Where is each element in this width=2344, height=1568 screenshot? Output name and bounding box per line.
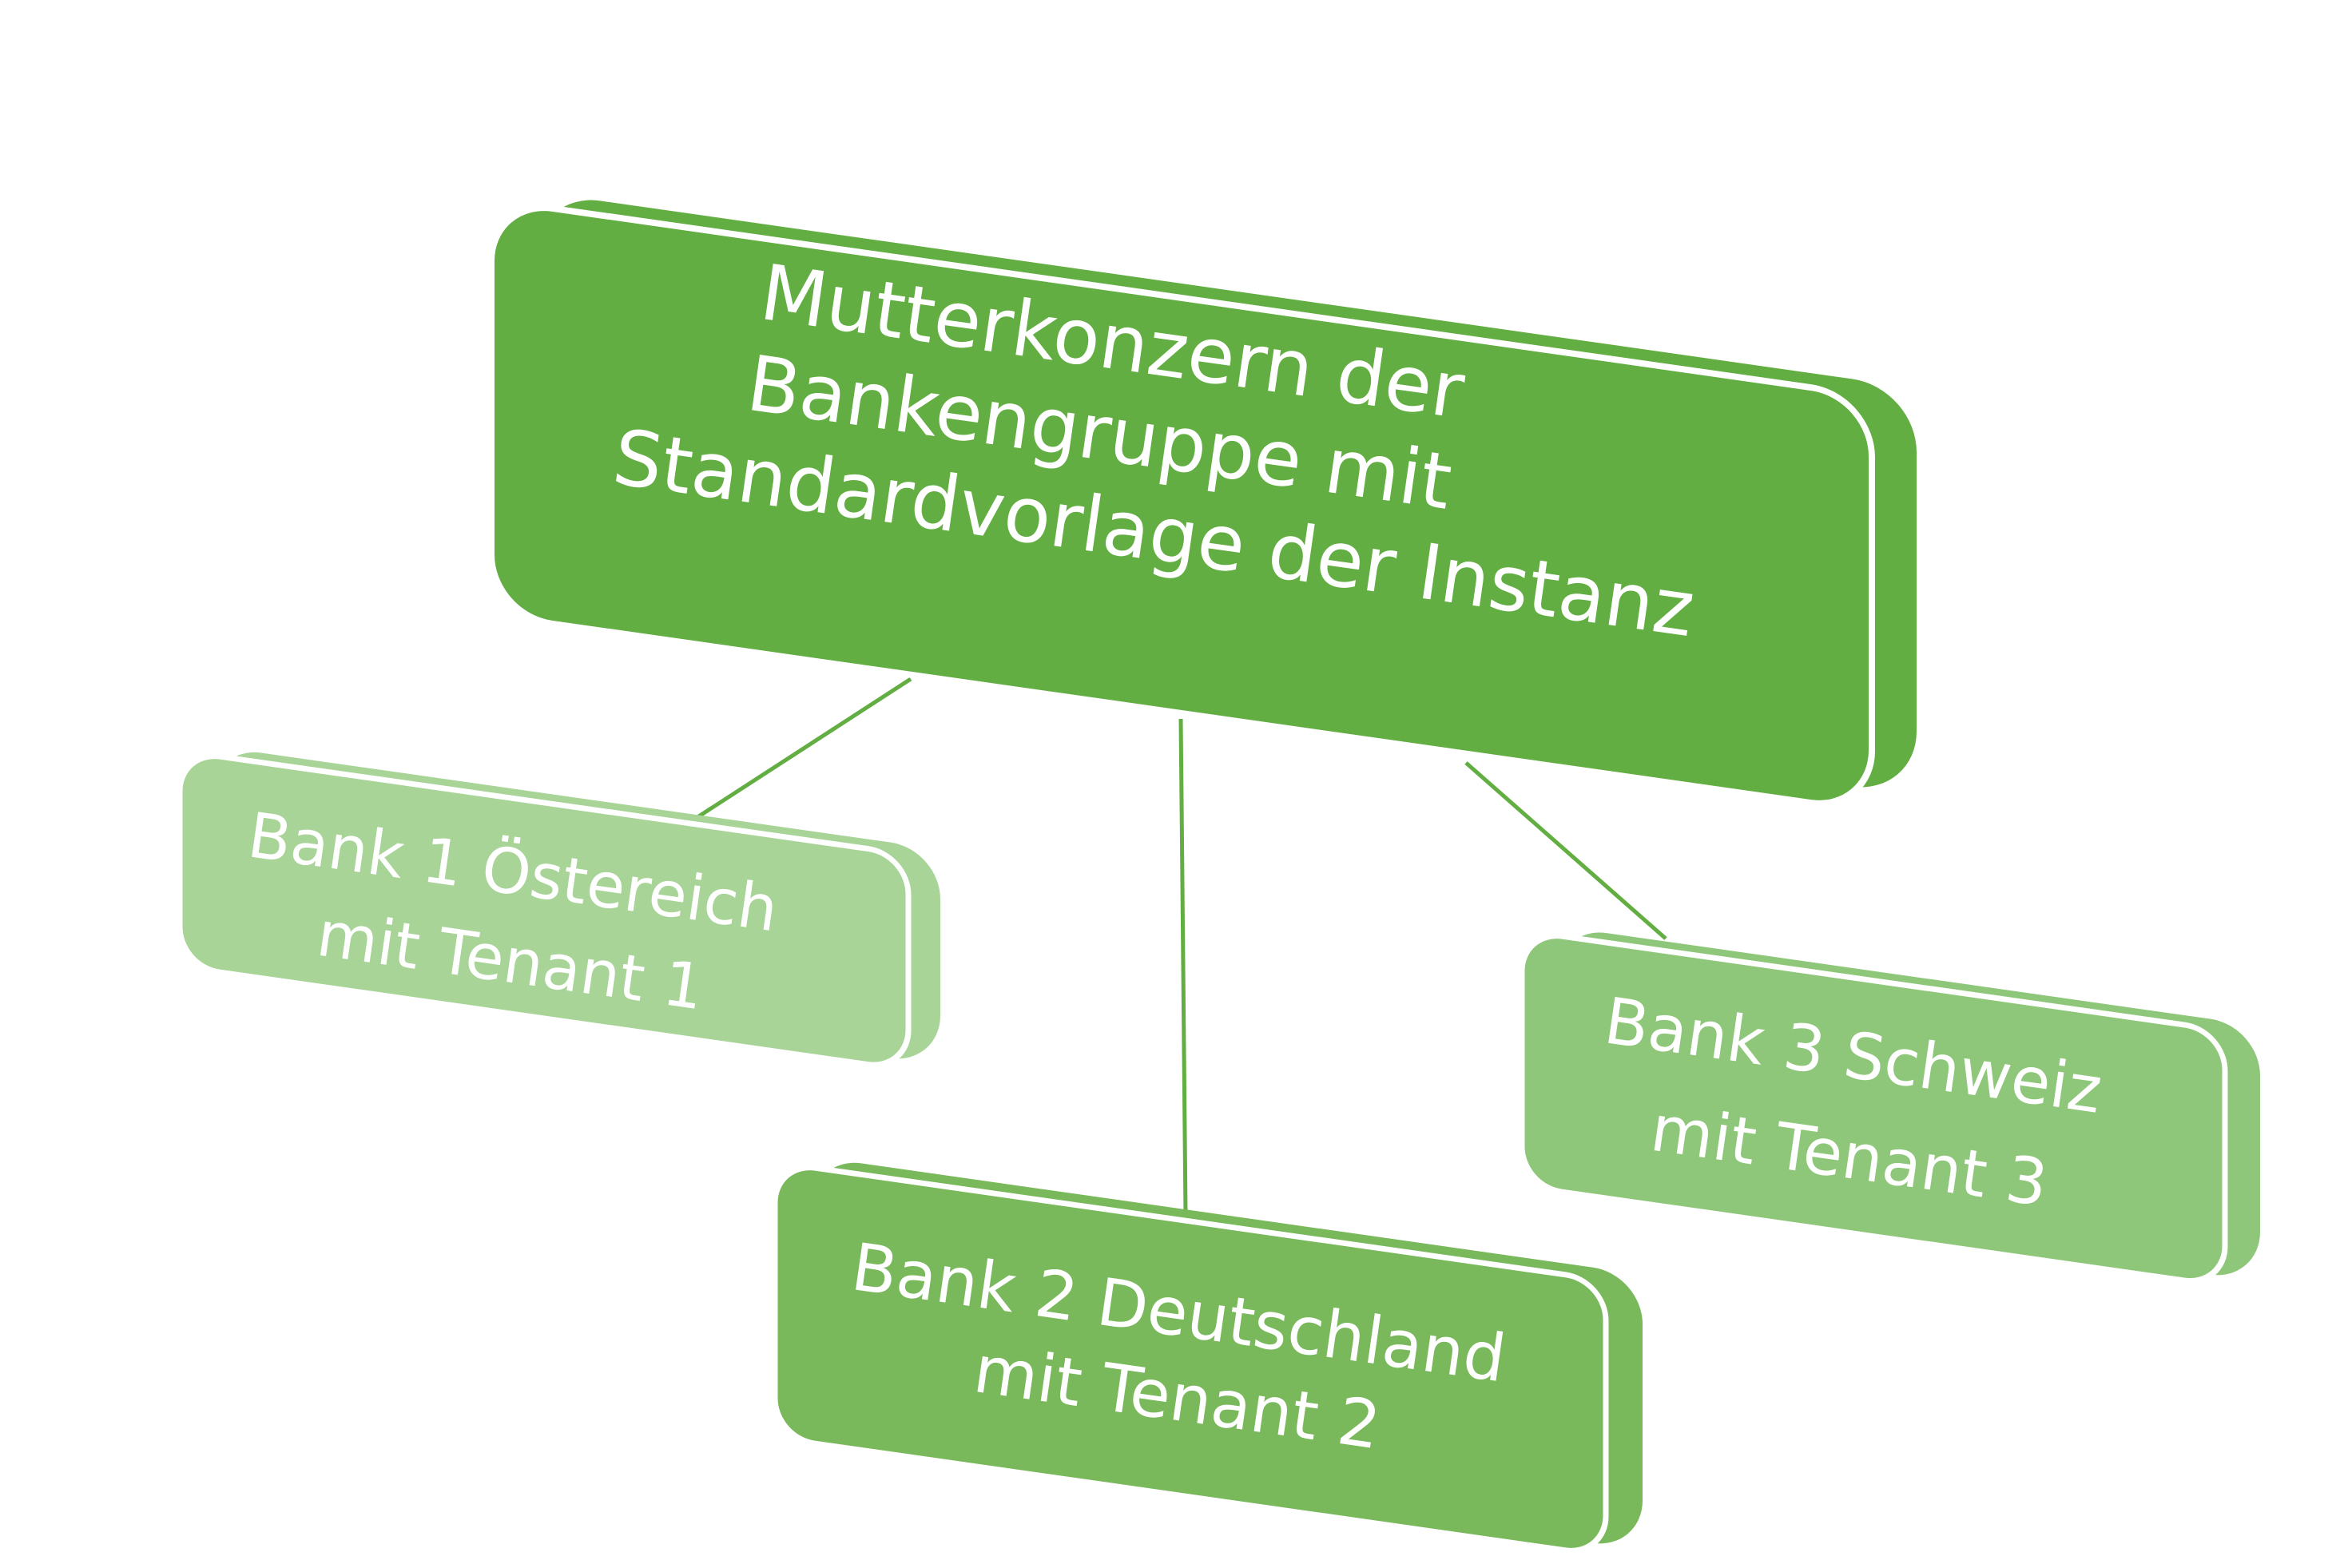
connector-bank3 [1464,761,1667,940]
parent-box [488,200,1917,807]
connector-bank2 [1178,718,1188,1215]
bank3-box [1519,932,2260,1284]
bank2-box [772,1162,1643,1554]
bank1-box [177,752,940,1068]
connector-bank1 [693,677,912,821]
connectors [693,677,1667,1215]
bank3-box-front [1519,933,2228,1284]
bank2-box-front [772,1165,1609,1554]
parent-box-front [488,204,1875,807]
bank1-box-front [177,753,912,1068]
